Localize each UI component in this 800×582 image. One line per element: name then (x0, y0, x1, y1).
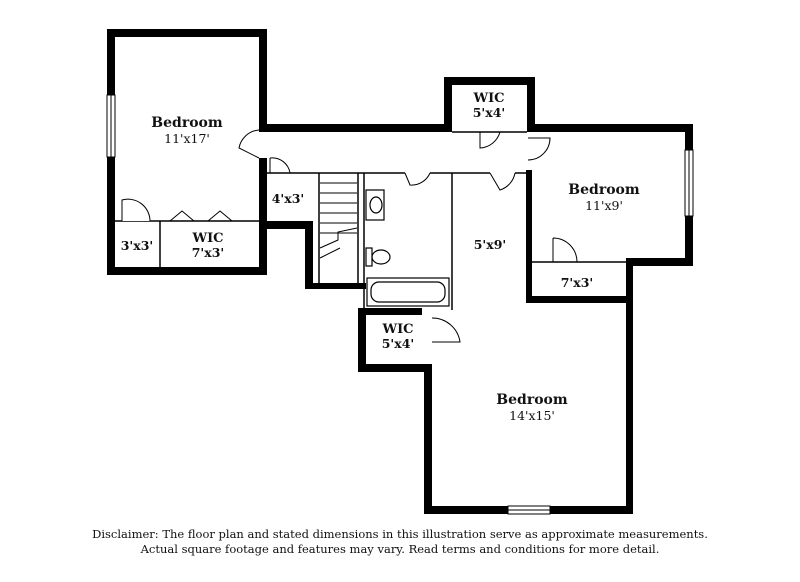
thin-walls (115, 131, 626, 310)
disclaimer-line-2: Actual square footage and features may v… (140, 542, 660, 556)
bedroom-nw-dims: 11'x17' (164, 131, 210, 146)
door-wic-bifold (169, 210, 233, 222)
wic-top-name: WIC (472, 91, 504, 106)
door-hall (489, 172, 516, 191)
bathtub (366, 277, 450, 307)
vanity (365, 189, 385, 221)
toilet-bowl (371, 249, 391, 265)
staircase (319, 182, 358, 259)
closet-4x3-dims: 4'x3' (272, 191, 305, 206)
door-bath (404, 172, 431, 186)
sink (369, 196, 383, 214)
toilet-tank (365, 247, 373, 267)
door-7x3 (552, 237, 578, 263)
hall-dims: 5'x9' (474, 237, 507, 252)
bedroom-e-dims: 11'x9' (585, 198, 623, 213)
closet-7x3-dims: 7'x3' (561, 275, 594, 290)
door-3x3 (121, 198, 151, 222)
wic-mid-name: WIC (381, 322, 413, 337)
bedroom-s-dims: 14'x15' (509, 408, 555, 423)
wic-3x3-dims: 3'x3' (121, 238, 154, 253)
door-nw-bedroom (238, 129, 260, 159)
wic-top-dims: 5'x4' (473, 105, 506, 120)
door-bed-e (527, 137, 551, 161)
bath-fixtures (365, 189, 450, 307)
room-labels: Bedroom 11'x17' 3'x3' WIC 7'x3' 4'x3' WI… (121, 91, 640, 423)
wic-mid-dims: 5'x4' (382, 336, 415, 351)
door-wic-top (479, 131, 501, 149)
door-4x3 (269, 157, 291, 174)
bedroom-e-name: Bedroom (568, 182, 640, 198)
walls (107, 29, 693, 514)
windows (106, 94, 694, 515)
disclaimer-line-1: Disclaimer: The floor plan and stated di… (92, 527, 708, 541)
doors (121, 129, 578, 343)
bedroom-nw-name: Bedroom (151, 115, 223, 131)
wic-nw-name: WIC (191, 231, 223, 246)
door-wic-mid (431, 317, 461, 343)
bedroom-s-name: Bedroom (496, 392, 568, 408)
wic-nw-dims: 7'x3' (192, 245, 225, 260)
